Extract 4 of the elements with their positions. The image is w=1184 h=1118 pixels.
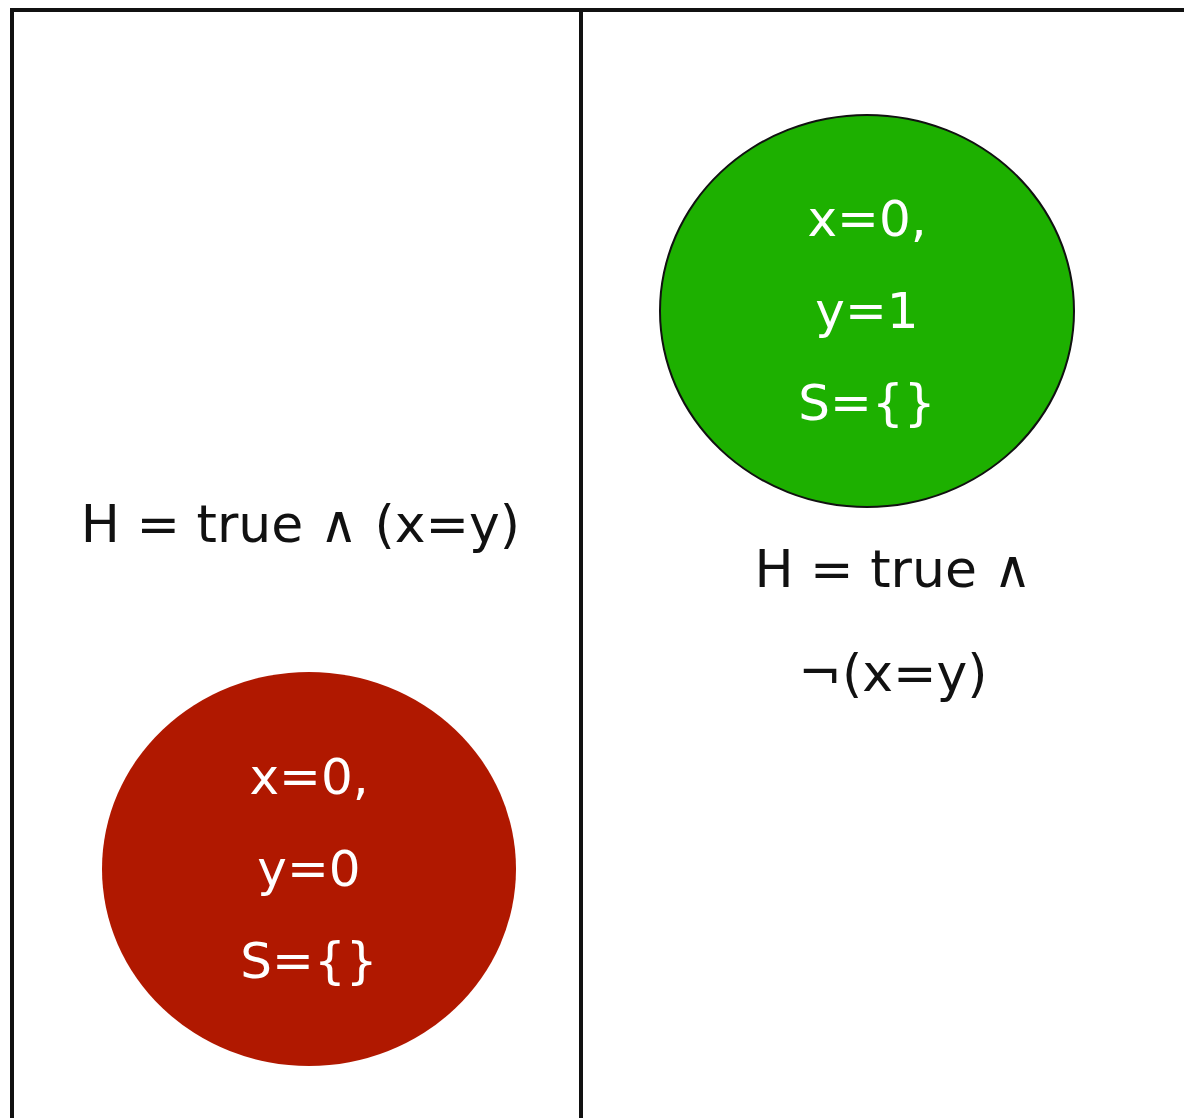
circle-label: x=0, y=0 S={} [239, 747, 379, 992]
formula-text: H = true ∧ ¬(x=y) [753, 538, 1033, 705]
circle-label: x=0, y=1 S={} [797, 189, 937, 434]
formula-text: H = true ∧ (x=y) [79, 493, 522, 556]
